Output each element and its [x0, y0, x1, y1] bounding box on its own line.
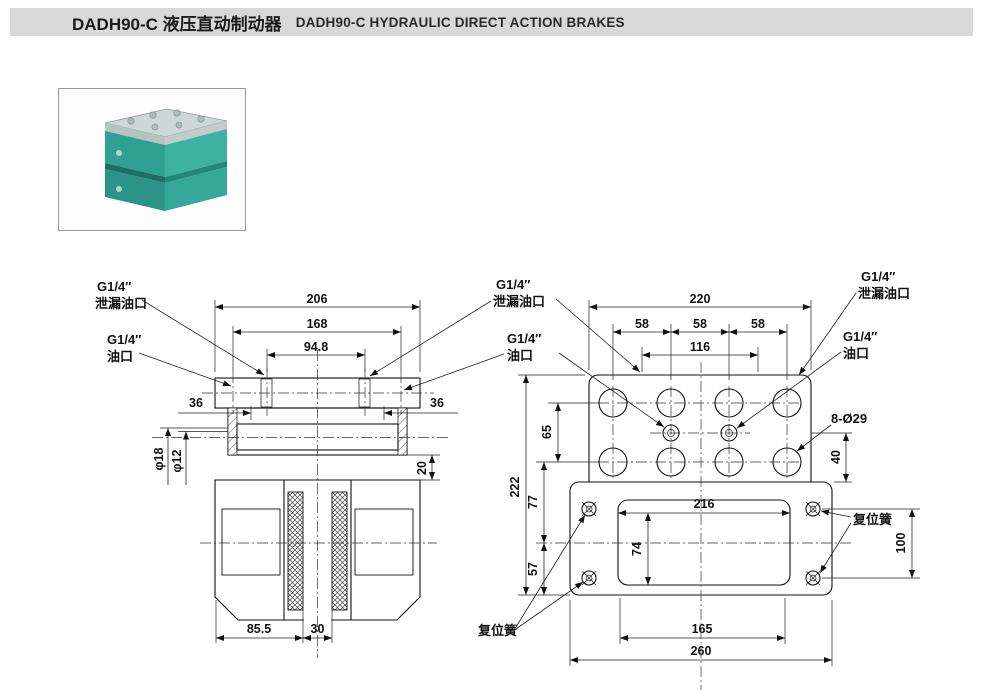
dim-65: 65 [540, 425, 554, 439]
page-title-chinese: DADH90-C 液压直动制动器 [72, 14, 282, 34]
right-view: 220 58 58 58 116 65 77 57 222 216 [508, 292, 920, 690]
port-size-text: G1/4″ [843, 329, 877, 344]
port-size-text: G1/4″ [97, 279, 131, 294]
right-view-body [536, 362, 852, 690]
leak-port-label-center: G1/4″ 泄漏油口 [369, 277, 641, 377]
port-size-text: G1/4″ [861, 269, 895, 284]
dim-40: 40 [829, 450, 843, 464]
dim-36-left: 36 [189, 396, 203, 410]
dim-260: 260 [691, 644, 712, 658]
product-photo-art [104, 108, 228, 211]
right-view-dimensions: 220 58 58 58 116 65 77 57 222 216 [508, 292, 920, 666]
dim-77: 77 [526, 495, 540, 509]
leak-port-text: 泄漏油口 [95, 296, 147, 311]
port-size-text: G1/4″ [496, 277, 530, 292]
bolt-holes-8xd29 [598, 388, 802, 477]
dim-100: 100 [894, 533, 908, 554]
oil-port-text: 油口 [107, 349, 133, 364]
leak-port-label-left: G1/4″ 泄漏油口 [95, 279, 265, 376]
port-size-text: G1/4″ [107, 332, 141, 347]
dim-phi18: φ18 [152, 448, 166, 471]
return-spring-screws [581, 501, 821, 586]
return-spring-label-right: 复位簧 [819, 509, 892, 574]
dim-222: 222 [508, 477, 522, 498]
dim-holes-8xd29: 8-Ø29 [831, 411, 867, 426]
dim-116: 116 [690, 340, 710, 354]
port-size-text: G1/4″ [507, 331, 541, 346]
oil-port-label-center: G1/4″ 油口 [403, 331, 665, 428]
dim-216: 216 [694, 497, 715, 511]
dim-220: 220 [690, 292, 711, 306]
left-view: 206 168 94.8 36 36 φ18 φ12 20 85.5 30 [152, 292, 458, 658]
dim-20: 20 [415, 461, 429, 475]
dim-57: 57 [526, 562, 540, 576]
dim-36-right: 36 [430, 396, 444, 410]
product-photo [58, 88, 246, 231]
return-spring-text: 复位簧 [477, 623, 517, 638]
dim-30: 30 [311, 622, 325, 636]
return-spring-label-bottom: 复位簧 [477, 514, 586, 638]
dim-85-5: 85.5 [247, 622, 271, 636]
leak-port-text: 泄漏油口 [493, 294, 545, 309]
return-spring-text: 复位簧 [852, 512, 892, 527]
left-view-body [152, 350, 448, 658]
oil-port-text: 油口 [843, 346, 869, 361]
brake-device-illustration [104, 108, 228, 211]
dim-58-3: 58 [751, 317, 765, 331]
dim-94-8: 94.8 [304, 340, 328, 354]
dim-206: 206 [307, 292, 328, 306]
leak-port-text: 泄漏油口 [858, 286, 910, 301]
dim-58-1: 58 [635, 317, 649, 331]
dim-74: 74 [630, 542, 644, 556]
dim-phi12: φ12 [170, 450, 184, 473]
dim-165: 165 [692, 622, 713, 636]
dim-168: 168 [307, 317, 328, 331]
port-labels: G1/4″ 泄漏油口 G1/4″ 油口 G1/4″ 泄漏油口 G1/4″ 油口 [95, 269, 910, 638]
page-title-english: DADH90-C HYDRAULIC DIRECT ACTION BRAKES [295, 14, 625, 30]
title-bar: DADH90-C 液压直动制动器 DADH90-C HYDRAULIC DIRE… [10, 8, 973, 36]
dim-58-2: 58 [693, 317, 707, 331]
leak-port-label-right: G1/4″ 泄漏油口 [798, 269, 910, 376]
oil-port-label-left: G1/4″ 油口 [107, 332, 232, 387]
oil-port-label-right: G1/4″ 油口 [736, 329, 877, 429]
left-view-dimensions: 206 168 94.8 36 36 φ18 φ12 20 85.5 30 [152, 292, 458, 643]
oil-port-text: 油口 [507, 348, 533, 363]
oil-port-holes [662, 424, 738, 442]
